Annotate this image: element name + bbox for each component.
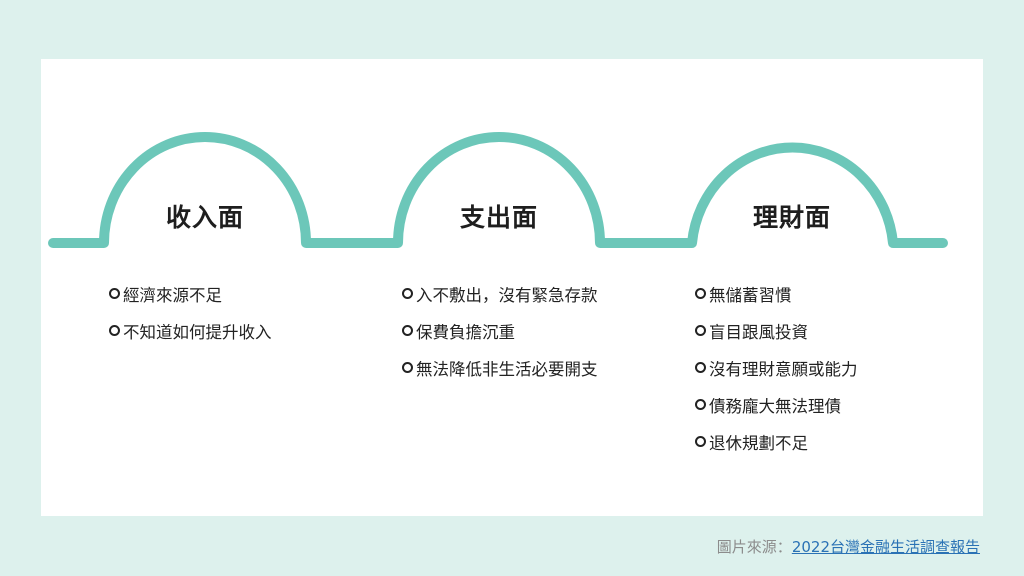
source-label: 圖片來源： — [716, 538, 792, 556]
list-item-text: 沒有理財意願或能力 — [709, 359, 858, 379]
list-item: 無儲蓄習慣 — [695, 275, 858, 312]
list-item-text: 退休規劃不足 — [709, 433, 808, 453]
source-report-link[interactable]: 2022台灣金融生活調查報告 — [791, 538, 980, 556]
hollow-circle-bullet-icon — [109, 288, 120, 299]
hollow-circle-bullet-icon — [109, 325, 120, 336]
hollow-circle-bullet-icon — [402, 325, 413, 336]
list-item: 經濟來源不足 — [109, 275, 272, 312]
hollow-circle-bullet-icon — [695, 436, 706, 447]
expense-issues-list: 入不敷出，沒有緊急存款 保費負擔沉重 無法降低非生活必要開支 — [402, 275, 598, 386]
list-item: 不知道如何提升收入 — [109, 312, 272, 349]
list-item-text: 無儲蓄習慣 — [709, 285, 792, 305]
list-item-text: 債務龐大無法理債 — [709, 396, 841, 416]
list-item-text: 保費負擔沉重 — [416, 322, 515, 342]
income-issues-list: 經濟來源不足 不知道如何提升收入 — [109, 275, 272, 349]
list-item-text: 不知道如何提升收入 — [123, 322, 272, 342]
hollow-circle-bullet-icon — [695, 362, 706, 373]
list-item: 入不敷出，沒有緊急存款 — [402, 275, 598, 312]
section-title-financial-management: 理財面 — [752, 203, 831, 232]
hollow-circle-bullet-icon — [695, 399, 706, 410]
image-source-caption: 圖片來源：2022台灣金融生活調查報告 — [717, 536, 980, 557]
hollow-circle-bullet-icon — [695, 288, 706, 299]
list-item-text: 入不敷出，沒有緊急存款 — [416, 285, 598, 305]
list-item: 盲目跟風投資 — [695, 312, 858, 349]
hollow-circle-bullet-icon — [402, 288, 413, 299]
list-item: 無法降低非生活必要開支 — [402, 349, 598, 386]
section-title-expense: 支出面 — [459, 203, 538, 232]
hollow-circle-bullet-icon — [695, 325, 706, 336]
list-item: 退休規劃不足 — [695, 423, 858, 460]
list-item-text: 無法降低非生活必要開支 — [416, 359, 598, 379]
hollow-circle-bullet-icon — [402, 362, 413, 373]
list-item: 沒有理財意願或能力 — [695, 349, 858, 386]
section-title-income: 收入面 — [165, 203, 244, 232]
financial-management-issues-list: 無儲蓄習慣 盲目跟風投資 沒有理財意願或能力 債務龐大無法理債 退休規劃不足 — [695, 275, 858, 460]
list-item: 債務龐大無法理債 — [695, 386, 858, 423]
list-item-text: 經濟來源不足 — [123, 285, 222, 305]
list-item-text: 盲目跟風投資 — [709, 322, 808, 342]
list-item: 保費負擔沉重 — [402, 312, 598, 349]
